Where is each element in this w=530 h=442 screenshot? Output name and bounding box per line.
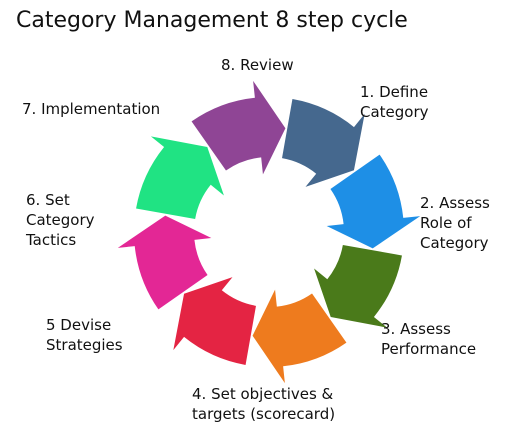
step-label-8: 8. Review — [221, 56, 294, 74]
cycle-arrow-7 — [136, 136, 224, 219]
cycle-arrow-2 — [326, 154, 421, 249]
step-label-7: 7. Implementation — [22, 100, 161, 118]
step-label-4: 4. Set objectives &targets (scorecard) — [192, 385, 336, 423]
cycle-arrow-8 — [191, 80, 286, 175]
cycle-arrow-1 — [282, 99, 365, 187]
cycle-arrow-3 — [314, 245, 402, 328]
diagram-title: Category Management 8 step cycle — [16, 8, 408, 33]
cycle-arrow-5 — [173, 277, 256, 365]
cycle-arrow-6 — [117, 215, 212, 310]
cycle-arrow-4 — [252, 289, 347, 384]
